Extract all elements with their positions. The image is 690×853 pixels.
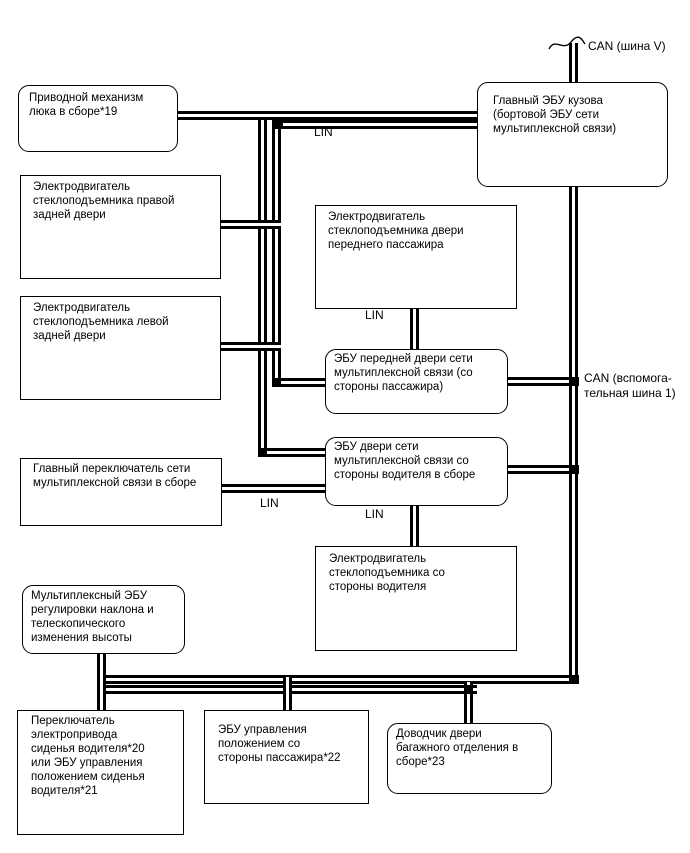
junction — [569, 465, 579, 474]
lin-front-passenger-motor-line — [410, 306, 419, 351]
node-front-passenger-door-ecu: ЭБУ передней двери сети мультиплексной с… — [325, 349, 508, 414]
node-rear-right-window-motor: Электродвигатель стеклоподъемника правой… — [20, 175, 221, 279]
lin-trunk-driver-line — [258, 116, 267, 456]
junction — [569, 377, 579, 386]
label-can-bus-v: CAN (шина V) — [588, 39, 666, 53]
node-passenger-position-ecu: ЭБУ управления положением со стороны пас… — [204, 710, 369, 804]
lin-trunk-front-passenger-line — [272, 120, 281, 387]
junction — [464, 685, 473, 694]
junction — [569, 675, 579, 684]
can-bus-v-line — [569, 43, 578, 84]
lin-top-bus-line — [175, 111, 479, 120]
luggage-closer-drop-line — [464, 682, 473, 725]
bus-break-mark — [548, 36, 586, 50]
node-multiplex-master-switch: Главный переключатель сети мультиплексно… — [20, 458, 222, 526]
node-main-body-ecu: Главный ЭБУ кузова (бортовой ЭБУ сети му… — [477, 82, 668, 187]
rear-left-motor-stub-line — [219, 342, 281, 351]
junction — [272, 378, 281, 387]
label-lin-top: LIN — [314, 125, 333, 139]
tilt-ecu-to-seat-switch-line — [97, 651, 106, 713]
driver-door-ecu-left-stub-line — [258, 448, 327, 457]
label-lin-front-passenger: LIN — [365, 308, 384, 322]
junction — [274, 120, 283, 128]
front-passenger-door-ecu-left-stub-line — [272, 378, 327, 387]
bottom-bus-upper-line — [97, 675, 579, 684]
node-luggage-door-closer: Доводчик двери багажного отделения в сбо… — [387, 723, 552, 794]
node-driver-door-ecu: ЭБУ двери сети мультиплексной связи со с… — [325, 437, 508, 506]
node-rear-left-window-motor: Электродвигатель стеклоподъемника левой … — [20, 296, 221, 400]
label-lin-master-switch: LIN — [260, 496, 279, 510]
passenger-position-ecu-drop-line — [283, 677, 292, 712]
rear-right-motor-stub-line — [219, 220, 281, 229]
master-switch-lin-stub-line — [219, 484, 327, 493]
node-front-passenger-window-motor: Электродвигатель стеклоподъемника двери … — [315, 205, 517, 309]
lin-top-bus-second-line — [274, 120, 479, 129]
node-driver-window-motor: Электродвигатель стеклоподъемника со сто… — [315, 546, 517, 651]
node-sunroof-drive: Приводной механизм люка в сборе*19 — [18, 85, 178, 152]
junction — [258, 448, 267, 457]
node-driver-seat-switch-ecu: Переключатель электропривода сиденья вод… — [17, 710, 184, 835]
node-tilt-telescopic-ecu: Мультиплексный ЭБУ регулировки наклона и… — [22, 585, 185, 654]
driver-door-ecu-can-stub-line — [507, 465, 579, 474]
front-passenger-door-ecu-can-stub-line — [507, 377, 579, 386]
label-can-aux-bus: CAN (вспомога- тельная шина 1) — [584, 371, 676, 400]
can-aux-bus-line — [569, 184, 578, 684]
label-lin-driver: LIN — [365, 507, 384, 521]
lin-driver-motor-line — [410, 503, 419, 548]
